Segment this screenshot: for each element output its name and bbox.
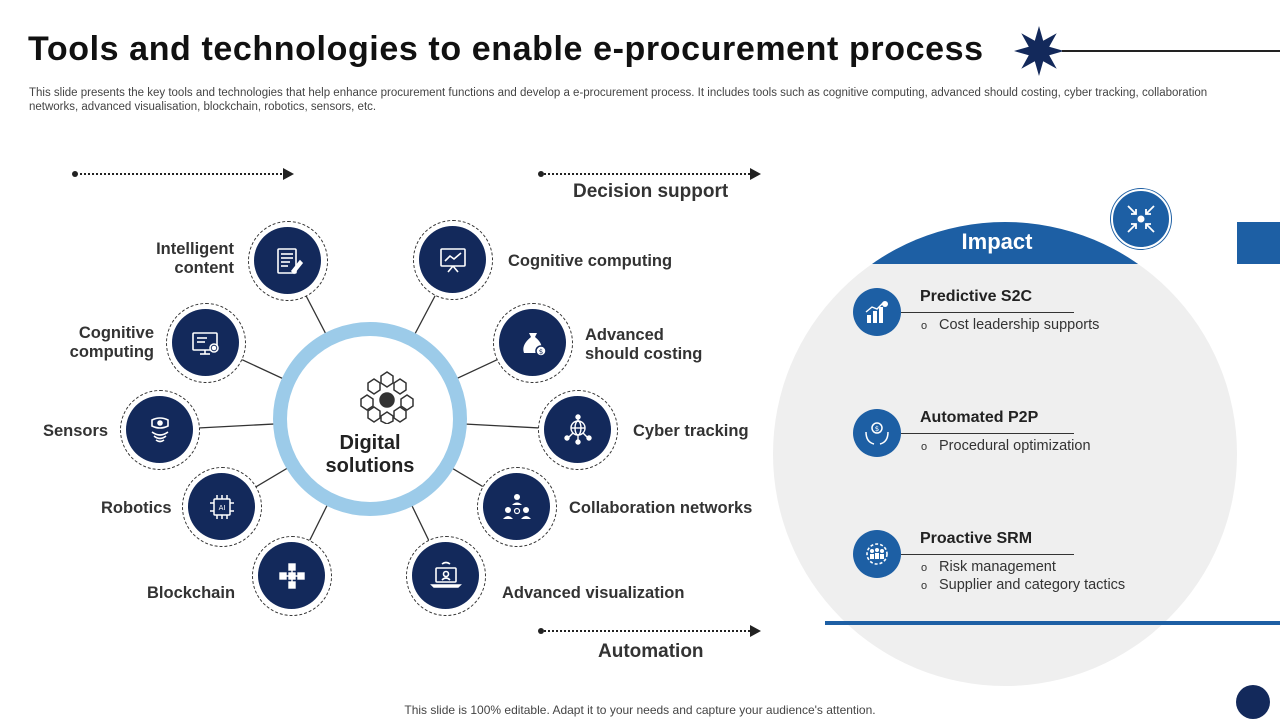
impact-item-icon-2: $: [853, 409, 901, 457]
growth-chart-icon: [865, 301, 888, 323]
blockchain-icon: [278, 562, 305, 589]
label-cognitive-computing-right: Cognitive computing: [508, 252, 673, 270]
impact-item-rule-3: [901, 554, 1074, 555]
label-cyber-tracking: Cyber tracking: [633, 422, 749, 440]
impact-item-rule-1: [901, 312, 1074, 313]
digital-solutions-hub: Digital solutions: [273, 322, 467, 516]
ai-chip-icon: AI: [209, 494, 234, 519]
bottom-arrow: [538, 625, 761, 637]
impact-item-icon-1: [853, 288, 901, 336]
impact-band-tail: [1237, 222, 1280, 264]
laptop-chart-icon: [429, 561, 462, 588]
automation-label: Automation: [598, 641, 704, 662]
corner-dot: [1236, 685, 1270, 719]
impact-title: Impact: [961, 229, 1033, 254]
svg-text:AI: AI: [218, 504, 225, 512]
monitor-gear-icon: [191, 331, 219, 355]
node-advanced-visualization: [406, 536, 486, 616]
gear-people-icon: [866, 543, 888, 565]
decision-support-label: Decision support: [573, 181, 729, 202]
impact-item-icon-3: [853, 530, 901, 578]
label-sensors: Sensors: [43, 422, 109, 440]
label-collaboration-networks: Collaboration networks: [569, 499, 753, 517]
converging-arrows-icon: [1127, 205, 1155, 233]
hub-label: Digital solutions: [325, 432, 415, 477]
hexagon-network-icon: [360, 371, 414, 424]
impact-item-rule-2: [901, 433, 1074, 434]
label-advanced-visualization: Advanced visualization: [502, 584, 685, 602]
label-blockchain: Blockchain: [147, 584, 236, 602]
impact-panel: [773, 222, 1237, 686]
node-robotics: AI: [182, 467, 262, 547]
node-intelligent-content: [248, 221, 328, 301]
svg-text:$: $: [875, 425, 879, 433]
star-icon: [1014, 26, 1064, 76]
node-blockchain: [252, 536, 332, 616]
impact-item-title-2: Automated P2P: [920, 409, 1039, 426]
slide-description: This slide presents the key tools and te…: [29, 87, 1208, 113]
document-icon: [276, 247, 303, 274]
node-cognitive-computing-right: [413, 220, 493, 300]
svg-text:$: $: [538, 348, 542, 356]
hand-coin-icon: $: [865, 422, 889, 445]
team-icon: [502, 493, 531, 519]
impact-bottom-rule: [825, 621, 1280, 625]
presentation-board-icon: [439, 247, 466, 273]
label-robotics: Robotics: [101, 499, 172, 517]
node-cognitive-computing-left: [166, 303, 246, 383]
impact-badge: [1111, 189, 1171, 249]
top-right-arrow: [538, 168, 761, 180]
title-rule: [1062, 50, 1280, 52]
top-left-arrow: [72, 168, 294, 180]
footer-note: This slide is 100% editable. Adapt it to…: [404, 703, 876, 717]
node-advanced-should-costing: $: [493, 303, 573, 383]
node-collaboration-networks: [477, 467, 557, 547]
impact-item-title-3: Proactive SRM: [920, 530, 1033, 547]
page-title: Tools and technologies to enable e-procu…: [28, 30, 984, 68]
sensor-icon: [150, 416, 169, 442]
node-cyber-tracking: [538, 390, 618, 470]
impact-item-title-1: Predictive S2C: [920, 288, 1033, 305]
globe-network-icon: [563, 413, 592, 445]
node-sensors: [120, 390, 200, 470]
money-bag-icon: $: [522, 332, 547, 357]
